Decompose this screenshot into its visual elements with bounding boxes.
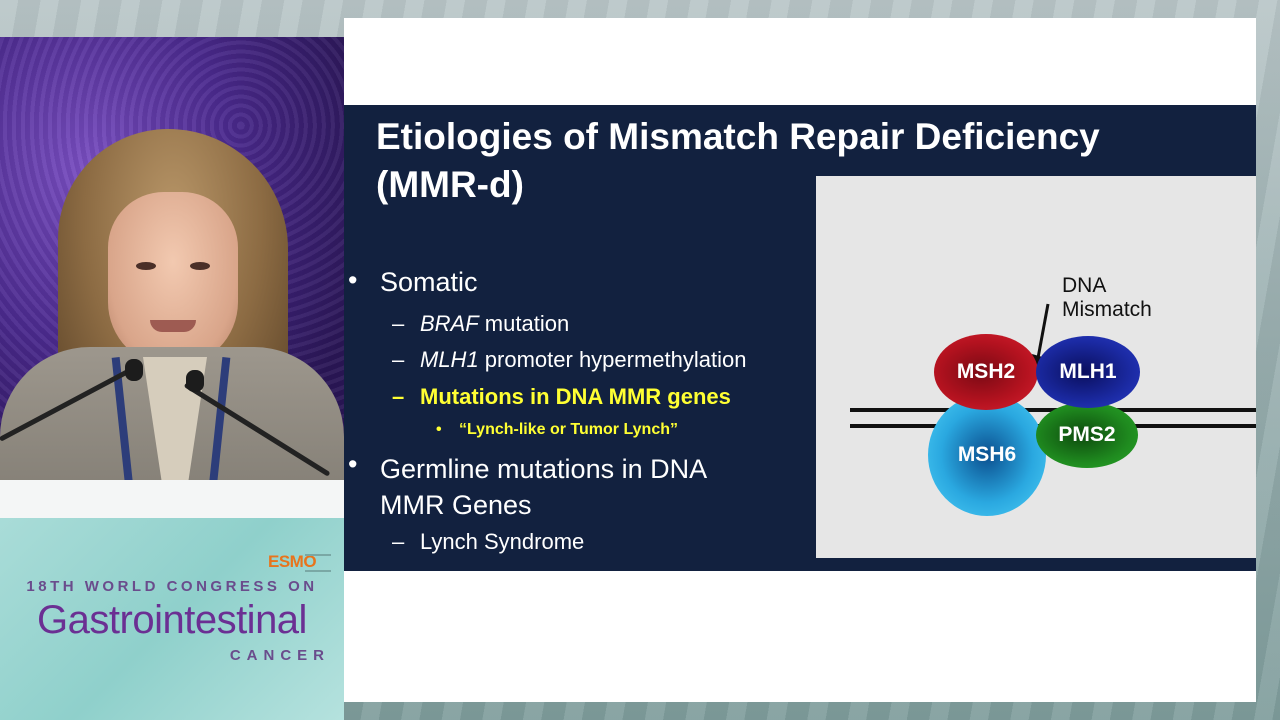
congress-subtitle: 18TH WORLD CONGRESS ON bbox=[26, 578, 318, 595]
speaker-video bbox=[0, 37, 344, 480]
bullet-mlh1: MLH1 promoter hypermethylation bbox=[420, 347, 746, 373]
microphone-icon bbox=[125, 359, 143, 381]
congress-title: Gastrointestinal bbox=[37, 598, 307, 642]
protein-pms2: PMS2 bbox=[1036, 402, 1138, 468]
dna-mismatch-label: DNA Mismatch bbox=[1062, 274, 1152, 322]
esmo-logo: ESMO bbox=[268, 552, 317, 571]
bullet-dot-icon: • bbox=[348, 449, 358, 479]
bullet-germline: Germline mutations in DNA MMR Genes bbox=[380, 451, 707, 523]
germline-line2: MMR Genes bbox=[380, 490, 532, 520]
braf-gene: BRAF bbox=[420, 311, 479, 336]
dna-label-line1: DNA bbox=[1062, 274, 1107, 297]
conference-branding: ESMO 18TH WORLD CONGRESS ON Gastrointest… bbox=[0, 518, 344, 720]
esmo-logo-lines bbox=[305, 554, 331, 572]
bullet-somatic: Somatic bbox=[380, 267, 478, 297]
protein-mlh1: MLH1 bbox=[1036, 336, 1140, 408]
congress-cancer: CANCER bbox=[229, 647, 330, 664]
speaker-mouth bbox=[150, 320, 196, 332]
braf-text: mutation bbox=[478, 311, 570, 336]
speaker-strip bbox=[0, 480, 344, 518]
mlh1-gene: MLH1 bbox=[420, 347, 479, 372]
mlh1-text: promoter hypermethylation bbox=[478, 347, 747, 372]
slide-body: Etiologies of Mismatch Repair Deficiency… bbox=[344, 105, 1256, 571]
mmr-protein-diagram: DNA Mismatch MSH6 PMS2 MSH2 MLH1 bbox=[816, 176, 1256, 558]
bullet-mutations: Mutations in DNA MMR genes bbox=[420, 384, 731, 409]
germline-line1: Germline mutations in DNA bbox=[380, 454, 708, 484]
speaker-eye bbox=[136, 262, 156, 270]
dna-label-line2: Mismatch bbox=[1062, 298, 1152, 321]
microphone-icon bbox=[186, 370, 204, 392]
speaker-eye bbox=[190, 262, 210, 270]
bullet-dot-icon: • bbox=[348, 265, 358, 295]
bullet-lynch-syndrome: Lynch Syndrome bbox=[420, 529, 585, 554]
speaker-face bbox=[108, 192, 238, 367]
bullet-lynch-like: “Lynch-like or Tumor Lynch” bbox=[459, 421, 678, 438]
dash-icon: – bbox=[392, 311, 405, 336]
protein-msh2: MSH2 bbox=[934, 334, 1038, 410]
bullet-braf: BRAF mutation bbox=[420, 311, 569, 337]
protein-msh6: MSH6 bbox=[928, 394, 1046, 516]
presentation-slide: Etiologies of Mismatch Repair Deficiency… bbox=[344, 18, 1256, 702]
slide-title-line1: Etiologies of Mismatch Repair Deficiency bbox=[376, 116, 1100, 157]
dash-icon: – bbox=[392, 529, 405, 554]
dash-icon: – bbox=[392, 347, 405, 372]
dash-icon: – bbox=[392, 384, 405, 409]
bullet-dot-icon: • bbox=[436, 421, 442, 438]
slide-title-line2: (MMR-d) bbox=[376, 164, 524, 205]
slide-title: Etiologies of Mismatch Repair Deficiency… bbox=[376, 113, 1196, 209]
